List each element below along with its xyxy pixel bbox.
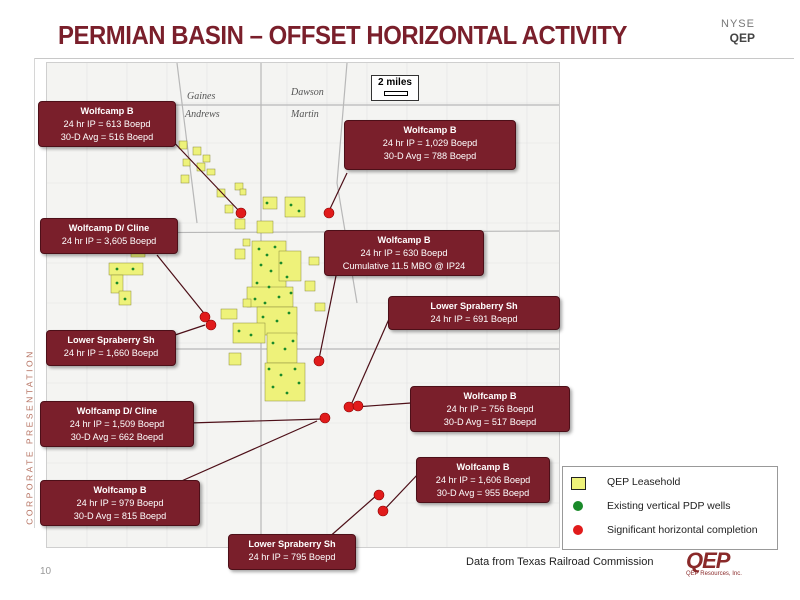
- callout-lower-spraberry-795: Lower Spraberry Sh 24 hr IP = 795 Boepd: [228, 534, 356, 570]
- callout-line: 30-D Avg = 517 Boepd: [443, 417, 537, 427]
- company-logo: QEP QEP Resources, Inc.: [686, 548, 774, 590]
- callout-title: Wolfcamp D/ Cline: [76, 406, 158, 416]
- callout-line: 30-D Avg = 662 Boepd: [70, 432, 164, 442]
- callout-wolfcamp-b-1606: Wolfcamp B 24 hr IP = 1,606 Boepd 30-D A…: [416, 457, 550, 503]
- callout-title: Wolfcamp B: [93, 485, 147, 495]
- callout-wolfcamp-b-613: Wolfcamp B 24 hr IP = 613 Boepd 30-D Avg…: [38, 101, 176, 147]
- side-label: CORPORATE PRESENTATION: [24, 349, 35, 525]
- title-divider: [34, 58, 794, 59]
- scale-label: 2 miles: [378, 77, 412, 88]
- callout-line: Cumulative 11.5 MBO @ IP24: [342, 261, 466, 271]
- logo-subtitle: QEP Resources, Inc.: [686, 571, 742, 577]
- completion-swatch: [573, 525, 583, 535]
- callout-line: 30-D Avg = 815 Boepd: [73, 511, 167, 521]
- county-label-martin: Martin: [291, 109, 319, 120]
- callout-title: Wolfcamp B: [456, 462, 510, 472]
- callout-title: Lower Spraberry Sh: [67, 335, 155, 345]
- page-title: PERMIAN BASIN – OFFSET HORIZONTAL ACTIVI…: [58, 20, 627, 50]
- callout-line: 24 hr IP = 691 Boepd: [430, 314, 518, 324]
- callout-line: 24 hr IP = 613 Boepd: [63, 119, 151, 129]
- callout-line: 24 hr IP = 1,660 Boepd: [63, 348, 159, 358]
- page-number: 10: [40, 566, 52, 577]
- county-label-andrews: Andrews: [185, 109, 220, 120]
- county-label-gaines: Gaines: [187, 91, 216, 102]
- map-legend: QEP Leasehold Existing vertical PDP well…: [562, 466, 778, 550]
- callout-title: Wolfcamp B: [80, 106, 134, 116]
- county-label-dawson: Dawson: [291, 87, 324, 98]
- callout-line: 30-D Avg = 955 Boepd: [436, 488, 530, 498]
- callout-line: 24 hr IP = 795 Boepd: [248, 552, 336, 562]
- callout-wolfcamp-d-cline-3605: Wolfcamp D/ Cline 24 hr IP = 3,605 Boepd: [40, 218, 178, 254]
- callout-title: Wolfcamp D/ Cline: [68, 223, 150, 233]
- callout-title: Lower Spraberry Sh: [248, 539, 336, 549]
- callout-wolfcamp-b-1029: Wolfcamp B 24 hr IP = 1,029 Boepd 30-D A…: [344, 120, 516, 170]
- scale-bar: 2 miles: [371, 75, 419, 101]
- callout-line: 24 hr IP = 1,509 Boepd: [69, 419, 165, 429]
- logo-mark: QEP: [686, 548, 730, 573]
- callout-lower-spraberry-691: Lower Spraberry Sh 24 hr IP = 691 Boepd: [388, 296, 560, 330]
- callout-title: Lower Spraberry Sh: [430, 301, 518, 311]
- pdp-well-swatch: [573, 501, 583, 511]
- scale-bar-graphic: [384, 91, 408, 96]
- callout-lower-spraberry-1660: Lower Spraberry Sh 24 hr IP = 1,660 Boep…: [46, 330, 176, 366]
- callout-title: Wolfcamp B: [377, 235, 431, 245]
- callout-wolfcamp-b-979: Wolfcamp B 24 hr IP = 979 Boepd 30-D Avg…: [40, 480, 200, 526]
- callout-title: Wolfcamp B: [463, 391, 517, 401]
- callout-line: 24 hr IP = 756 Boepd: [446, 404, 534, 414]
- callout-wolfcamp-d-cline-1509: Wolfcamp D/ Cline 24 hr IP = 1,509 Boepd…: [40, 401, 194, 447]
- left-divider: [34, 58, 35, 528]
- legend-label: QEP Leasehold: [607, 476, 681, 488]
- legend-label: Existing vertical PDP wells: [607, 500, 731, 512]
- callout-line: 24 hr IP = 1,029 Boepd: [382, 138, 478, 148]
- exchange-label: NYSE: [721, 18, 755, 30]
- ticker-label: QEP: [729, 31, 755, 45]
- leasehold-swatch: [571, 477, 586, 490]
- callout-title: Wolfcamp B: [403, 125, 457, 135]
- callout-line: 30-D Avg = 788 Boepd: [383, 151, 477, 161]
- callout-line: 24 hr IP = 630 Boepd: [360, 248, 448, 258]
- callout-wolfcamp-b-630: Wolfcamp B 24 hr IP = 630 Boepd Cumulati…: [324, 230, 484, 276]
- callout-line: 24 hr IP = 1,606 Boepd: [435, 475, 531, 485]
- callout-wolfcamp-b-756: Wolfcamp B 24 hr IP = 756 Boepd 30-D Avg…: [410, 386, 570, 432]
- callout-line: 24 hr IP = 979 Boepd: [76, 498, 164, 508]
- callout-line: 30-D Avg = 516 Boepd: [60, 132, 154, 142]
- callout-line: 24 hr IP = 3,605 Boepd: [61, 236, 157, 246]
- source-note: Data from Texas Railroad Commission: [466, 556, 654, 568]
- legend-label: Significant horizontal completion: [607, 524, 758, 536]
